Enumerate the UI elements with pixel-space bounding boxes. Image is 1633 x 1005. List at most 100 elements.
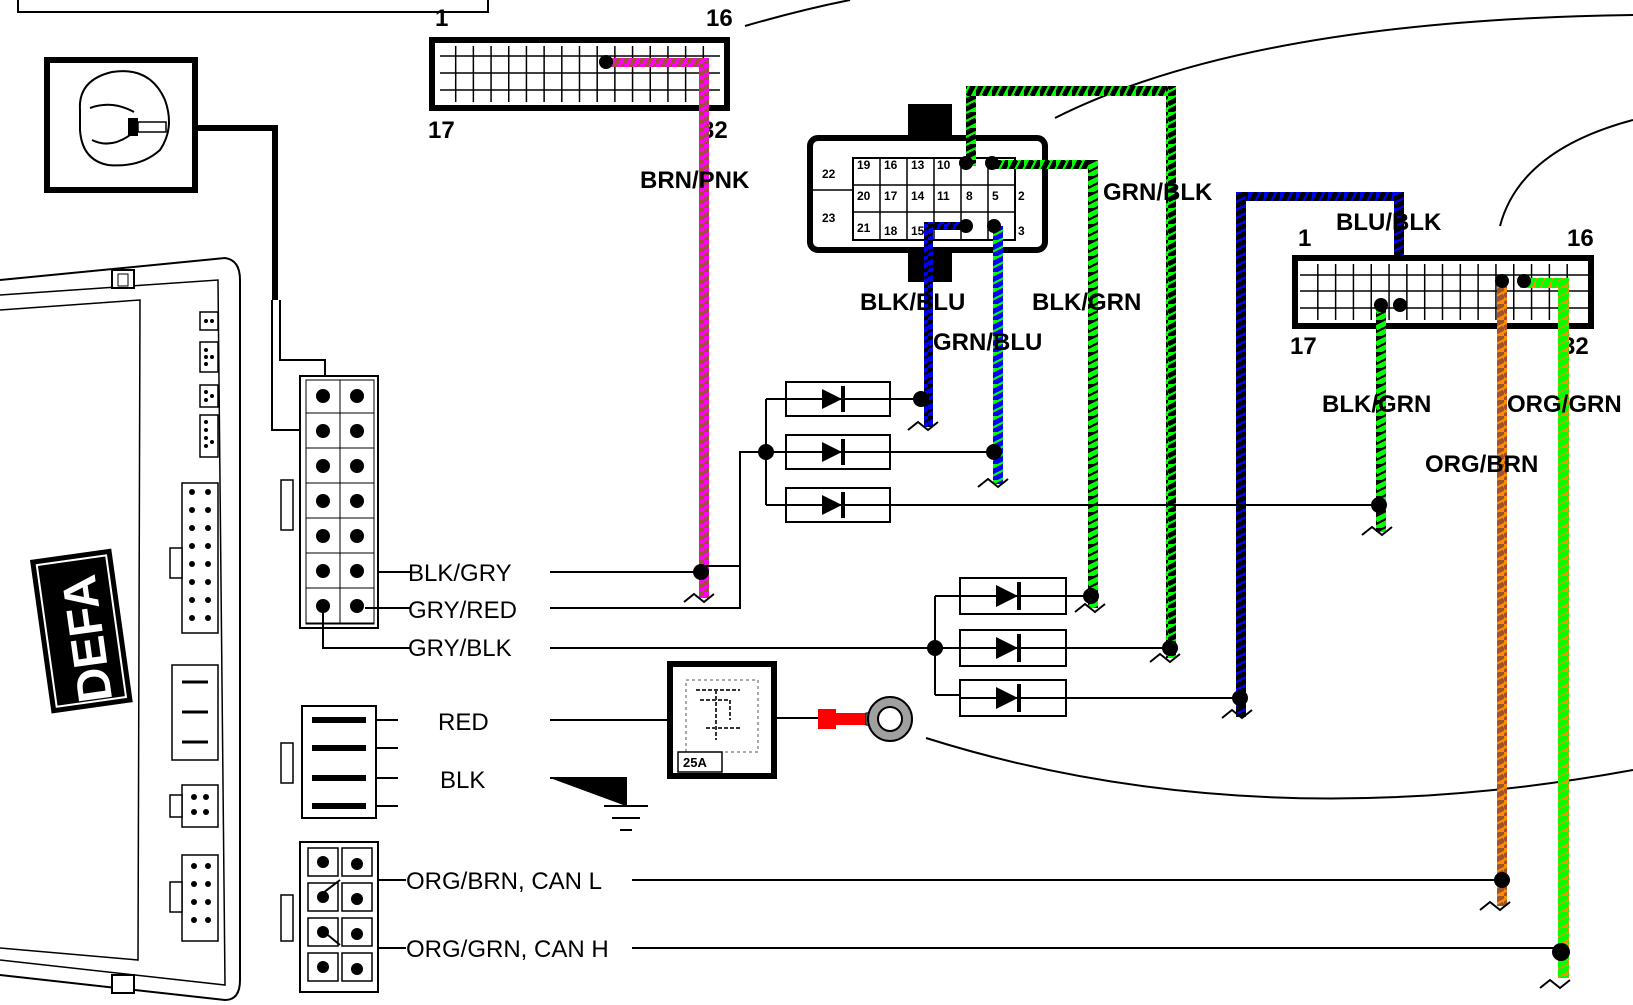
- connector-a-pin-17: 17: [428, 117, 455, 144]
- pin-dot: [205, 863, 211, 869]
- diode-2a: [959, 577, 1067, 615]
- wire-end-markers: [683, 420, 1571, 990]
- wire-label-blu-blk: BLU/BLK: [1336, 209, 1442, 236]
- wire-label-brn-pnk: BRN/PNK: [640, 167, 750, 194]
- wire-blk-grn-1: BLK/GRN: [985, 156, 1141, 608]
- pin-dot: [205, 561, 211, 567]
- wire-org-brn: ORG/BRN: [1425, 274, 1538, 906]
- pin-dot: [317, 961, 329, 973]
- wire-label-blk-blu: BLK/BLU: [860, 289, 965, 316]
- pin-dot: [205, 615, 211, 621]
- pin-dot: [191, 809, 197, 815]
- pin-cell: [307, 847, 339, 877]
- wire-label-org-brn: ORG/BRN: [1425, 451, 1538, 478]
- connector-b-pin-13: 13: [911, 158, 925, 172]
- connector-c-pin-17: 17: [1290, 333, 1317, 360]
- junction-can-h: [1552, 943, 1570, 961]
- connector-b-pin-21: 21: [857, 221, 871, 235]
- pin-dot: [316, 494, 330, 508]
- connector-b-pin-16: 16: [884, 158, 898, 172]
- connector-b-pin-23: 23: [822, 211, 836, 225]
- connector-b-pin-22: 22: [822, 167, 836, 181]
- pin-dot: [205, 525, 211, 531]
- label-red: RED: [438, 709, 489, 736]
- headlight-icon: [44, 57, 326, 431]
- pin-dot: [316, 459, 330, 473]
- diode-2b: [959, 629, 1067, 667]
- connector-b-pin-2: 2: [1018, 189, 1025, 203]
- wire-label-blk-grn-1: BLK/GRN: [1032, 289, 1141, 316]
- pin-dot: [189, 525, 195, 531]
- connector-c-pin-16: 16: [1567, 225, 1594, 252]
- pin-dot: [350, 529, 364, 543]
- pin-dot: [191, 899, 197, 905]
- label-blk: BLK: [440, 767, 485, 794]
- wire-label-grn-blu: GRN/BLU: [933, 329, 1042, 356]
- wire-label-org-grn: ORG/GRN: [1507, 391, 1622, 418]
- module-connector-power: [280, 705, 398, 819]
- pin-dot: [316, 564, 330, 578]
- connector-b-pin-5: 5: [992, 189, 999, 203]
- pin-dot: [203, 794, 209, 800]
- label-gry-blk: GRY/BLK: [408, 635, 512, 662]
- line-gry-red: [550, 566, 741, 609]
- diode-group-1: [704, 381, 1387, 567]
- connector-a-pin-16: 16: [706, 5, 733, 32]
- module-pin-dots: [204, 319, 214, 448]
- pin-dot: [189, 489, 195, 495]
- pin-dot: [205, 881, 211, 887]
- ring-terminal: [818, 696, 913, 742]
- pin-dot: [205, 597, 211, 603]
- wire-grn-blk: GRN/BLK: [959, 86, 1213, 658]
- diode-group-2: [550, 577, 1248, 717]
- connector-b-pin-17: 17: [884, 189, 898, 203]
- pin-cell: [307, 882, 339, 912]
- pin-cell: [307, 952, 339, 982]
- junction-blk-gry: [693, 564, 709, 580]
- defa-module: DEFA: [0, 256, 241, 1002]
- pin-dot: [351, 928, 363, 940]
- pin-dot: [350, 459, 364, 473]
- wire-blk-blu: BLK/BLU: [860, 219, 973, 427]
- top-frame: [17, 0, 489, 13]
- wire-org-grn: ORG/GRN: [1507, 274, 1622, 978]
- pin-dot: [350, 424, 364, 438]
- fuse-rating: 25A: [683, 755, 707, 770]
- pin-dot: [350, 389, 364, 403]
- diode-1b: [785, 434, 891, 470]
- pin-dot: [205, 543, 211, 549]
- label-can-l: ORG/BRN, CAN L: [406, 868, 602, 895]
- pin-dot: [317, 891, 329, 903]
- connector-b-pin-19: 19: [857, 158, 871, 172]
- pin-dot: [189, 543, 195, 549]
- connector-b-pin-3: 3: [1018, 224, 1025, 238]
- pin-dot: [191, 917, 197, 923]
- pin-dot: [191, 881, 197, 887]
- pin-cell: [341, 847, 373, 877]
- label-gry-red: GRY/RED: [408, 597, 517, 624]
- pin-dot: [205, 579, 211, 585]
- pin-dot: [316, 424, 330, 438]
- pin-cell: [341, 952, 373, 982]
- defa-logo: DEFA: [30, 548, 133, 714]
- pin-cell: [307, 917, 339, 947]
- pin-dot: [350, 599, 364, 613]
- connector-c-pin-1: 1: [1298, 225, 1311, 252]
- pin-dot: [189, 597, 195, 603]
- connector-c: 1 16 17 32: [1290, 225, 1594, 360]
- pin-dot: [191, 863, 197, 869]
- connector-b-pin-18: 18: [884, 224, 898, 238]
- wire-blu-blk: BLU/BLK: [1236, 192, 1442, 717]
- pin-dot: [317, 856, 329, 868]
- module-connector-can: [280, 841, 406, 993]
- pin-cell: [341, 882, 373, 912]
- wire-label-grn-blk: GRN/BLK: [1103, 179, 1213, 206]
- fuse-25a: 25A: [667, 661, 818, 779]
- pin-dot: [191, 794, 197, 800]
- pin-dot: [205, 507, 211, 513]
- module-small-connectors: [169, 311, 219, 942]
- connector-a-pin-1: 1: [435, 5, 448, 32]
- pin-dot: [205, 917, 211, 923]
- connector-b-pin-10: 10: [937, 158, 951, 172]
